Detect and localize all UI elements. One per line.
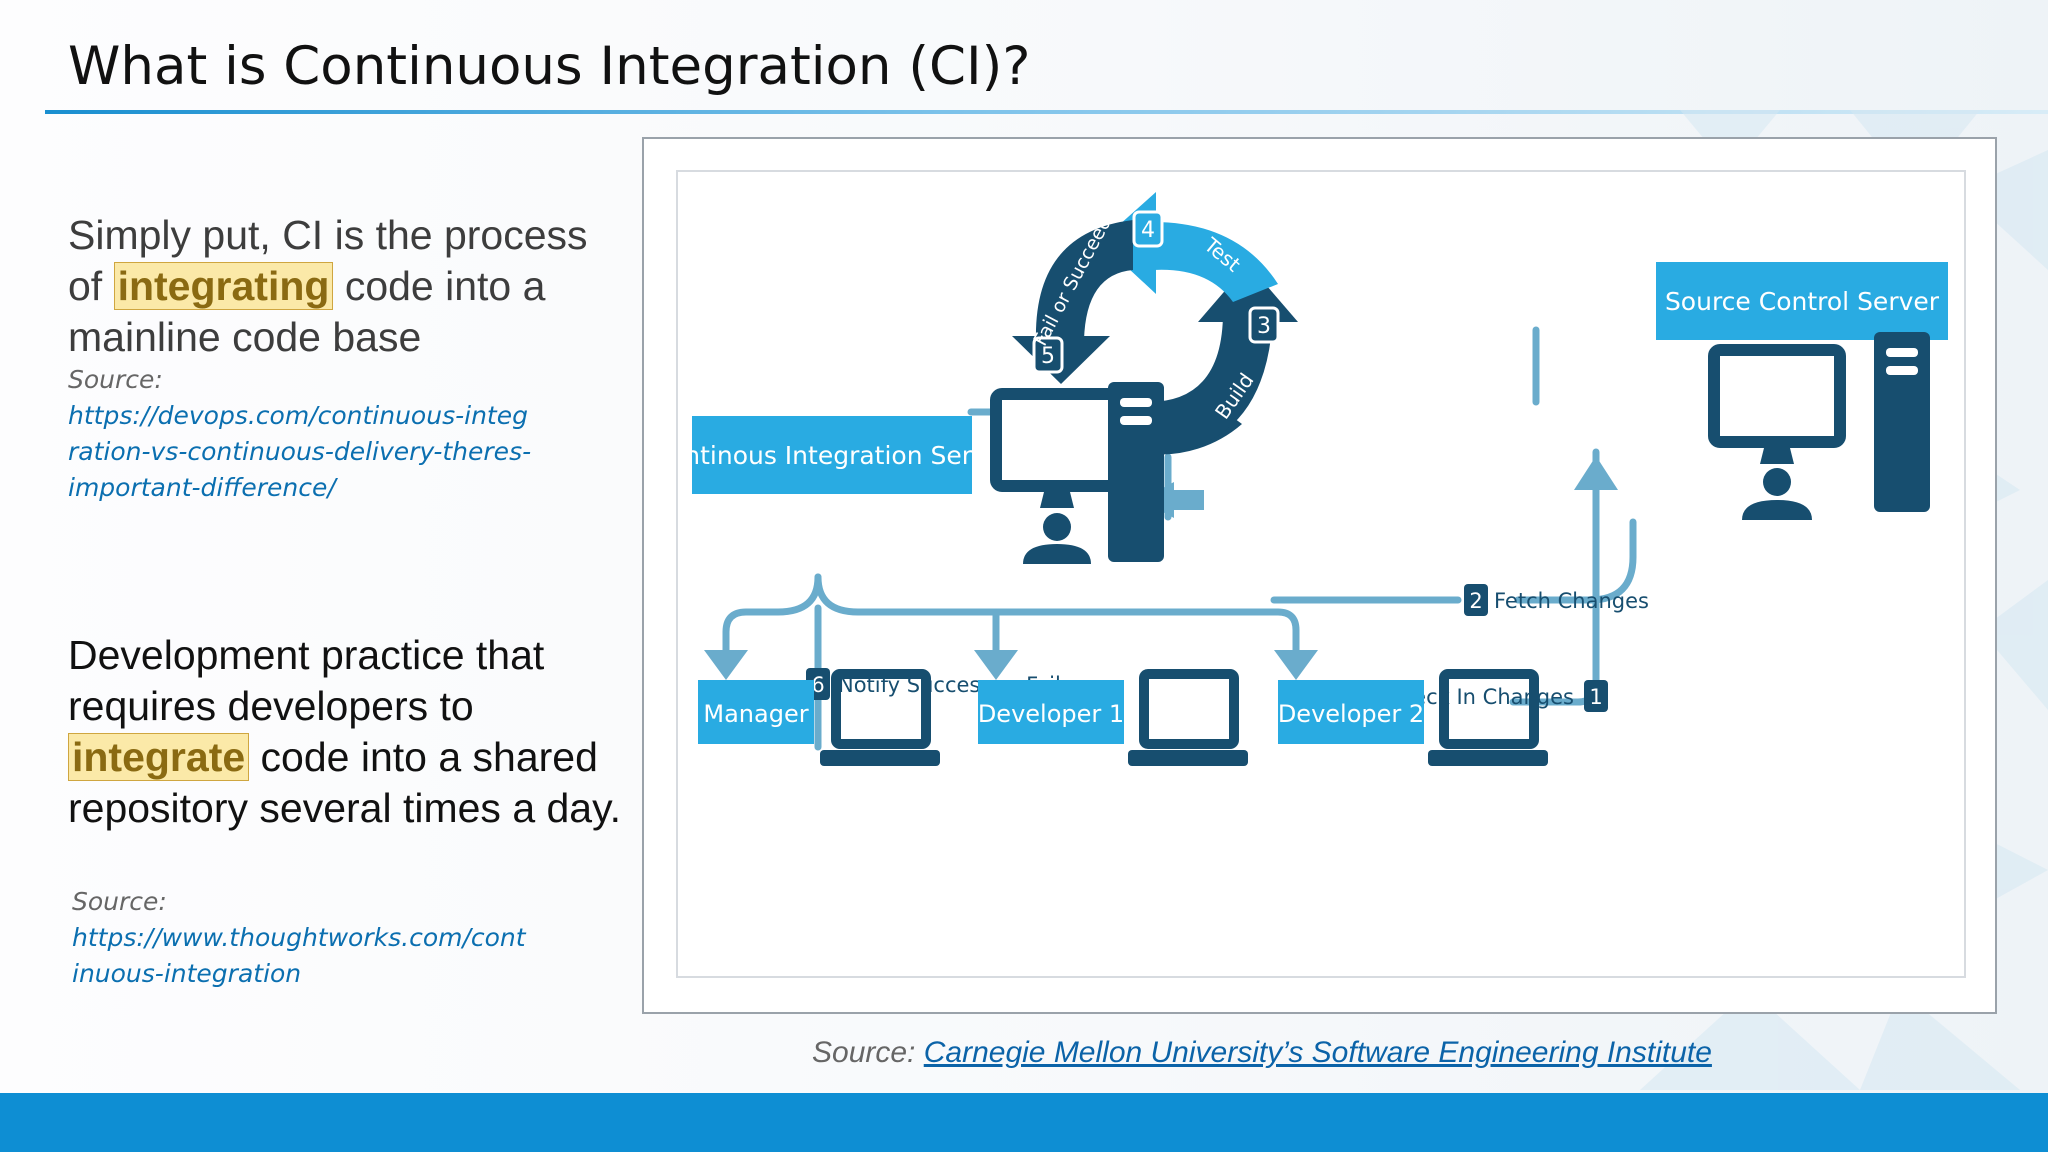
person-developer-2: Developer 2 [1278,669,1548,766]
connector-lines [722,326,1637,751]
person-label-developer-1: Developer 1 [978,700,1124,728]
source-control-label: Source Control Server [1665,287,1940,316]
cycle-num-4: 4 [1141,218,1155,243]
bullet-text-part: code into a shared repository several ti… [68,734,621,831]
server-tower-icon [1108,382,1164,562]
cycle-num-5: 5 [1041,344,1055,369]
slide-title: What is Continuous Integration (CI)? [68,36,1031,97]
source-link-thoughtworks[interactable]: https://www.thoughtworks.com/continuous-… [72,923,526,988]
bullet-development-practice: Development practice that requires devel… [68,630,628,834]
diagram-frame: 4 3 5 Build Test Fail or Succeed Contino… [642,137,1997,1014]
step-num-2: 2 [1469,589,1482,613]
server-tower-icon [1874,332,1930,512]
step-fetch: 2 Fetch Changes [1464,584,1649,616]
diagram-caption: Source: Carnegie Mellon University’s Sof… [812,1036,1712,1070]
step-num-6: 6 [811,673,824,697]
person-manager: Manager [698,669,940,766]
person-label-manager: Manager [703,700,808,728]
laptop-icon [1439,669,1539,749]
bullet-ci-definition: Simply put, CI is the process of integra… [68,210,628,363]
monitor-icon [1708,344,1846,448]
person-label-developer-2: Developer 2 [1278,700,1424,728]
highlight-integrating: integrating [113,262,334,310]
source-label: Source: [68,365,163,394]
highlight-integrate: integrate [68,733,250,781]
bullet-text-part: Simply put, CI is the process of [68,212,588,309]
caption-source-link[interactable]: Carnegie Mellon University’s Software En… [923,1036,1712,1069]
source-2: Source: https://www.thoughtworks.com/con… [72,884,532,992]
step-num-1: 1 [1589,685,1602,709]
cycle-badges: 4 3 5 [1032,210,1280,374]
bullet-text-part: Development practice that requires devel… [68,632,545,729]
bullet-text-part: code into a mainline code base [68,263,546,360]
laptop-icon [831,669,931,749]
fetch-arrow [1174,490,1204,510]
test-arrow [1153,222,1278,302]
cycle-num-3: 3 [1257,314,1271,339]
monitor-icon [990,388,1124,492]
source-link-devops[interactable]: https://devops.com/continuous-integratio… [68,401,532,502]
footer-bar [0,1093,2048,1152]
ci-diagram: 4 3 5 Build Test Fail or Succeed Contino… [678,192,1948,766]
user-icon [1043,513,1071,541]
source-label: Source: [72,887,167,916]
fail-succeed-arrow [1035,220,1133,342]
diagram-canvas: 4 3 5 Build Test Fail or Succeed Contino… [676,170,1966,978]
laptop-icon [1139,669,1239,749]
step-label-fetch: Fetch Changes [1494,589,1649,613]
user-icon [1763,468,1791,496]
source-control-server: Source Control Server [1656,262,1948,520]
caption-prefix: Source: [812,1036,924,1069]
ci-server-label: Continous Integration Server [678,441,1013,470]
ci-server: Continous Integration Server [678,382,1164,564]
source-1: Source: https://devops.com/continuous-in… [68,362,538,506]
person-developer-1: Developer 1 [978,669,1248,766]
build-arrow-body [1148,312,1273,454]
title-underline [45,110,2048,114]
